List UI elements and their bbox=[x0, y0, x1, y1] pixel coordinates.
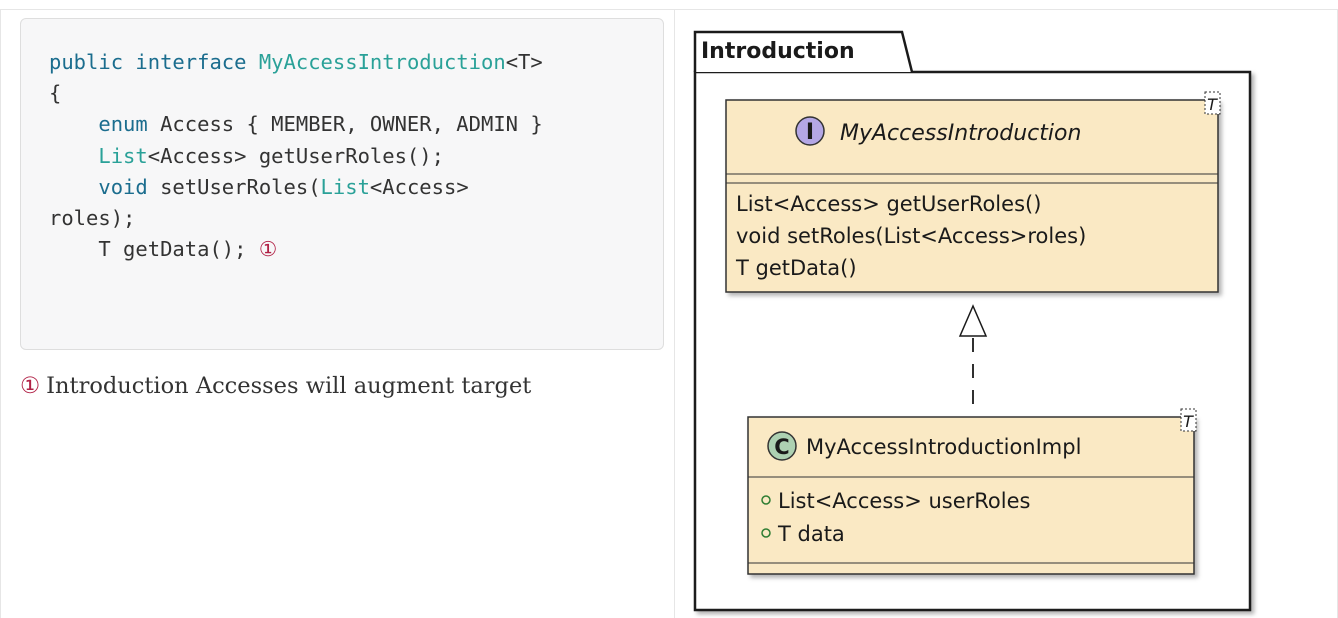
interface-type-param: T bbox=[1207, 95, 1218, 114]
code-line: { bbox=[49, 78, 543, 109]
code-line: void setUserRoles(List<Access> bbox=[49, 172, 543, 203]
code-token: List bbox=[98, 143, 148, 168]
realization-arrowhead bbox=[958, 304, 988, 337]
code-token: void bbox=[98, 174, 148, 199]
code-token: interface bbox=[135, 50, 247, 74]
public-visibility-icon bbox=[761, 528, 771, 538]
code-token: roles); bbox=[49, 205, 136, 230]
interface-stereotype-letter: I bbox=[806, 120, 814, 145]
code-token: enum bbox=[98, 112, 148, 137]
package-tab bbox=[693, 30, 914, 73]
interface-method: List<Access> getUserRoles() bbox=[736, 192, 1041, 216]
class-stereotype-letter: C bbox=[774, 435, 789, 459]
code-token: public bbox=[49, 50, 124, 74]
code-token: setUserRoles( bbox=[147, 174, 321, 199]
class-field: List<Access> userRoles bbox=[778, 489, 1030, 513]
code-token: <T> bbox=[505, 50, 543, 74]
code-token: T getData(); bbox=[98, 237, 259, 262]
interface-type-param-box bbox=[1204, 91, 1221, 115]
code-token: MyAccessIntroduction bbox=[258, 50, 506, 74]
code-token: List bbox=[320, 174, 370, 199]
code-token: <Access> getUserRoles(); bbox=[147, 143, 444, 168]
column-divider bbox=[674, 9, 675, 618]
interface-stereotype-icon bbox=[795, 116, 825, 146]
interface-method: void setRoles(List<Access>roles) bbox=[736, 224, 1086, 248]
realization-arrow bbox=[958, 304, 988, 416]
code-line: public interface MyAccessIntroduction<T> bbox=[49, 47, 543, 78]
callout-number: ① bbox=[20, 373, 41, 399]
class-type-param: T bbox=[1183, 412, 1194, 431]
interface-method: T getData() bbox=[735, 256, 857, 280]
code-block: public interface MyAccessIntroduction<T>… bbox=[49, 47, 543, 265]
callout-text: Introduction Accesses will augment targe… bbox=[46, 373, 532, 399]
frame-left-border bbox=[0, 9, 1, 618]
class-type-param-box bbox=[1180, 408, 1197, 432]
class-stereotype-icon bbox=[767, 431, 797, 461]
code-line: List<Access> getUserRoles(); bbox=[49, 141, 543, 172]
interface-name: MyAccessIntroduction bbox=[840, 121, 1081, 146]
code-line: roles); bbox=[49, 203, 543, 234]
public-visibility-icon bbox=[761, 495, 771, 505]
frame-top-border bbox=[0, 9, 1338, 10]
class-name: MyAccessIntroductionImpl bbox=[806, 435, 1081, 459]
package-label: Introduction bbox=[701, 39, 855, 64]
code-line: enum Access { MEMBER, OWNER, ADMIN } bbox=[49, 109, 543, 140]
code-listing: public interface MyAccessIntroduction<T>… bbox=[20, 18, 664, 350]
code-token: { bbox=[49, 81, 62, 106]
class-field: T data bbox=[777, 522, 845, 546]
interface-myaccessintroduction: I MyAccessIntroduction T List<Access> ge… bbox=[725, 91, 1221, 293]
code-token: <Access> bbox=[369, 174, 469, 199]
code-line: T getData(); ① bbox=[49, 234, 543, 265]
class-box bbox=[747, 416, 1195, 575]
code-token: Access { MEMBER, OWNER, ADMIN } bbox=[147, 112, 543, 137]
class-myaccessintroductionimpl: C MyAccessIntroductionImpl T List<Access… bbox=[747, 408, 1197, 575]
callout-marker: ① bbox=[258, 237, 278, 262]
